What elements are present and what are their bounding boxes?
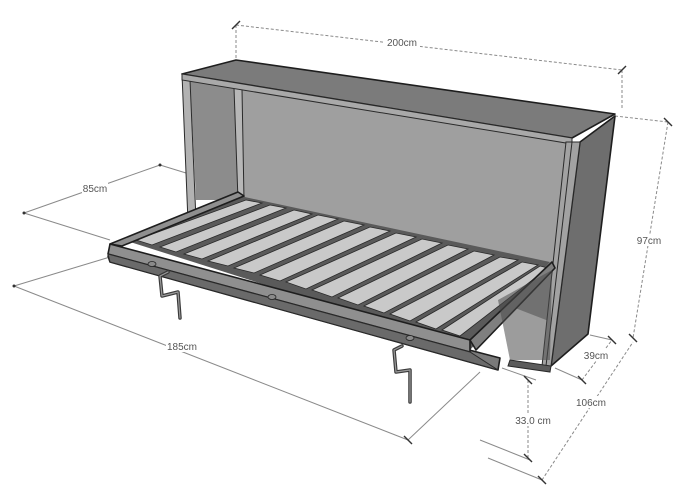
dimension-39cm: 39cm	[554, 334, 617, 385]
dimension-200cm: 200cm	[231, 20, 627, 110]
dimension-85cm: 85cm	[22, 163, 187, 241]
dim-label-39cm: 39cm	[584, 351, 608, 362]
dim-label-106cm: 106cm	[576, 398, 606, 409]
dimension-lines: 200cm 97cm 39cm 106cm	[12, 20, 673, 485]
dim-label-33cm: 33.0 cm	[515, 416, 551, 427]
dimension-185cm: 185cm	[12, 256, 481, 445]
cabinet-left-inner-side	[190, 80, 240, 200]
cabinet-base	[507, 359, 552, 373]
hinge-bumps	[147, 261, 415, 341]
folding-legs-highlight	[159, 271, 411, 403]
dim-label-200cm: 200cm	[387, 38, 417, 49]
dim-label-185cm: 185cm	[167, 342, 197, 353]
dim-label-97cm: 97cm	[637, 236, 661, 247]
under-bed-shadow	[498, 270, 552, 360]
dimension-33cm: 33.0 cm	[479, 367, 556, 463]
right-leg	[392, 344, 412, 404]
slats	[134, 199, 549, 337]
frame-front-lip	[107, 253, 499, 371]
slatted-base	[107, 191, 556, 371]
dim-label-85cm: 85cm	[83, 184, 107, 195]
dimension-106cm: 106cm	[487, 341, 634, 485]
frame-left-rail	[109, 191, 245, 247]
dimension-97cm: 97cm	[614, 115, 673, 343]
